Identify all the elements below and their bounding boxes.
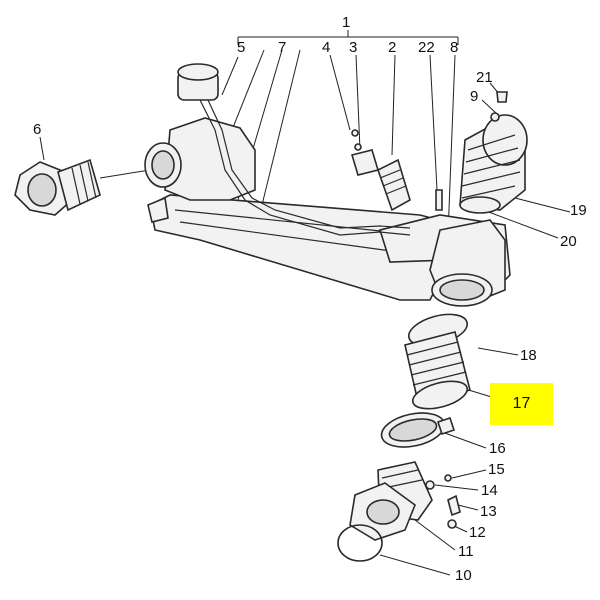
callout-9: 9 <box>470 88 479 105</box>
hose-assembly <box>380 313 471 448</box>
bolts-top <box>435 91 508 211</box>
leader-8 <box>447 54 456 236</box>
callout-15: 15 <box>488 461 505 478</box>
callout-16: 16 <box>489 440 506 457</box>
part-14-washer <box>425 480 435 490</box>
leader-15 <box>451 469 487 479</box>
leader-6b <box>99 169 151 179</box>
callout-7: 7 <box>278 39 287 56</box>
callout-13: 13 <box>480 503 497 520</box>
part-6-adapter <box>14 158 101 216</box>
callout-21: 21 <box>476 69 493 86</box>
leader-18 <box>477 347 519 356</box>
callout-17: 17 <box>512 395 531 412</box>
callout-5: 5 <box>237 39 246 56</box>
lower-flange <box>337 461 461 562</box>
callout-10: 10 <box>455 567 472 584</box>
callout-4: 4 <box>322 39 331 56</box>
callout-22: 22 <box>418 39 435 56</box>
leader-6 <box>39 136 45 161</box>
highlight-part-17: 17 <box>490 383 553 425</box>
callout-19: 19 <box>570 202 587 219</box>
callout-1: 1 <box>342 14 351 31</box>
throttle-body-left <box>144 63 411 236</box>
leader-20 <box>477 207 559 239</box>
leader-7b <box>261 49 301 206</box>
leader-10 <box>379 554 451 576</box>
leader-9 <box>481 99 497 114</box>
callout-8: 8 <box>450 39 459 56</box>
part-19-bellows <box>459 114 528 214</box>
leader-4 <box>329 54 351 131</box>
callout-11: 11 <box>458 543 474 560</box>
callout-6: 6 <box>33 121 42 138</box>
callout-20: 20 <box>560 233 577 250</box>
leader-5 <box>221 56 239 96</box>
callout-18: 18 <box>520 347 537 364</box>
leader-22 <box>429 54 438 191</box>
leader-lines <box>39 30 571 576</box>
part-10-seal <box>337 524 383 562</box>
leader-2 <box>391 54 396 156</box>
part-13-bolt <box>447 494 461 517</box>
leader-19 <box>514 197 571 213</box>
leader-11 <box>414 519 456 551</box>
leader-3 <box>355 54 361 151</box>
leader-13 <box>457 504 479 511</box>
callout-14: 14 <box>481 482 498 499</box>
part-15-nut <box>444 474 452 482</box>
part-2-spring <box>350 129 411 212</box>
leader-14 <box>434 484 479 491</box>
callout-12: 12 <box>469 524 486 541</box>
callout-3: 3 <box>349 39 358 56</box>
leader-16 <box>441 431 487 449</box>
part-12-washer <box>447 519 457 529</box>
callout-2: 2 <box>388 39 397 56</box>
throttle-body-right <box>429 219 506 307</box>
